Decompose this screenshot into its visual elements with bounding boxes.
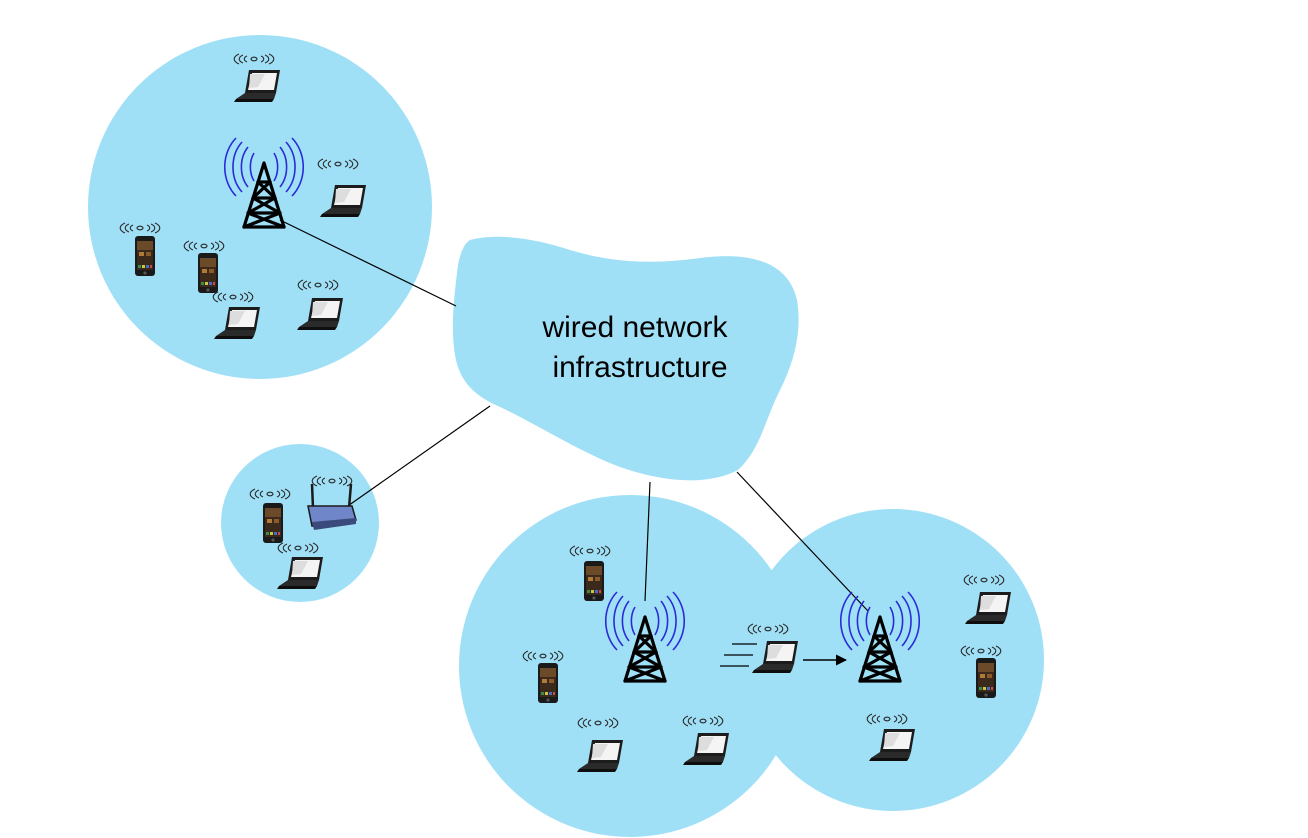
wifi-router-icon: [307, 475, 357, 530]
cloud-label-line2: infrastructure: [552, 351, 727, 384]
link-bottom-center-tower: [644, 481, 651, 602]
link-router: [344, 405, 491, 509]
link-top-left-tower: [279, 219, 457, 307]
wired-links: [279, 219, 869, 612]
motion-lines: [720, 643, 757, 667]
cloud-label-line1: wired network: [541, 311, 728, 344]
wired-network-cloud: [452, 236, 799, 481]
link-bottom-right-tower: [736, 471, 869, 612]
